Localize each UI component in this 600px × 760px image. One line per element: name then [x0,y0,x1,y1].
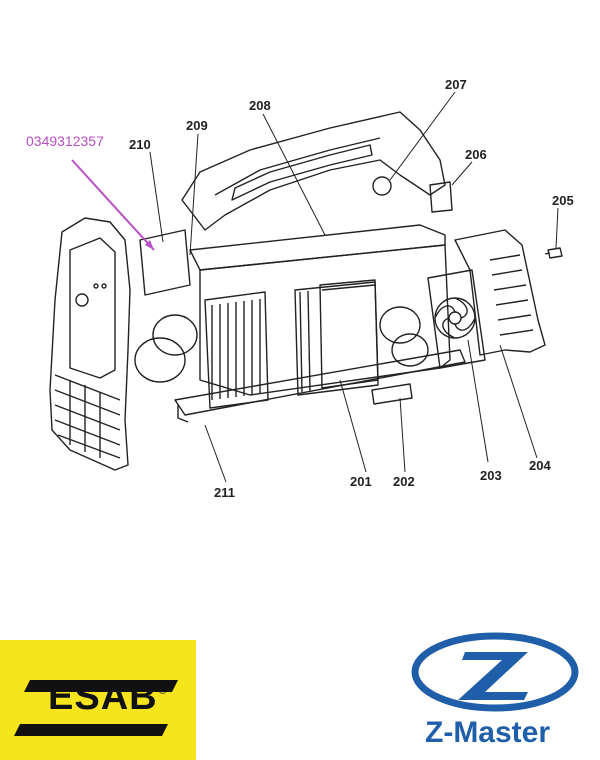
module-202 [371,383,413,405]
esab-stripe-icon [14,680,178,736]
label-203: 203 [480,468,502,483]
exploded-parts-diagram [49,91,563,483]
gland-206 [429,181,453,213]
label-204: 204 [529,458,551,473]
z-master-logo-icon [411,632,579,712]
bracket-210 [139,229,191,296]
esab-logo [0,640,196,760]
label-208: 208 [249,98,271,113]
label-205: 205 [552,193,574,208]
esab-wordmark: ESAB [48,676,158,718]
label-211: 211 [214,485,235,500]
heatsink-mid [294,281,379,396]
rear-panel-204 [454,229,546,356]
label-210: 210 [129,137,151,152]
part-207 [372,176,392,196]
label-207: 207 [445,77,467,92]
base-rail-211 [174,349,466,416]
screw-205 [547,247,563,259]
front-panel [49,217,131,471]
label-209: 209 [186,118,208,133]
label-201: 201 [350,474,372,489]
top-handle [181,111,446,231]
esab-registered-mark: ® [159,686,167,697]
transformer-201 [319,279,379,389]
main-chassis [189,224,446,271]
label-206: 206 [465,147,487,162]
z-master-wordmark: Z-Master [425,716,551,749]
fan-203 [427,269,486,369]
label-202: 202 [393,474,415,489]
part-number-callout: 0349312357 [26,133,104,149]
